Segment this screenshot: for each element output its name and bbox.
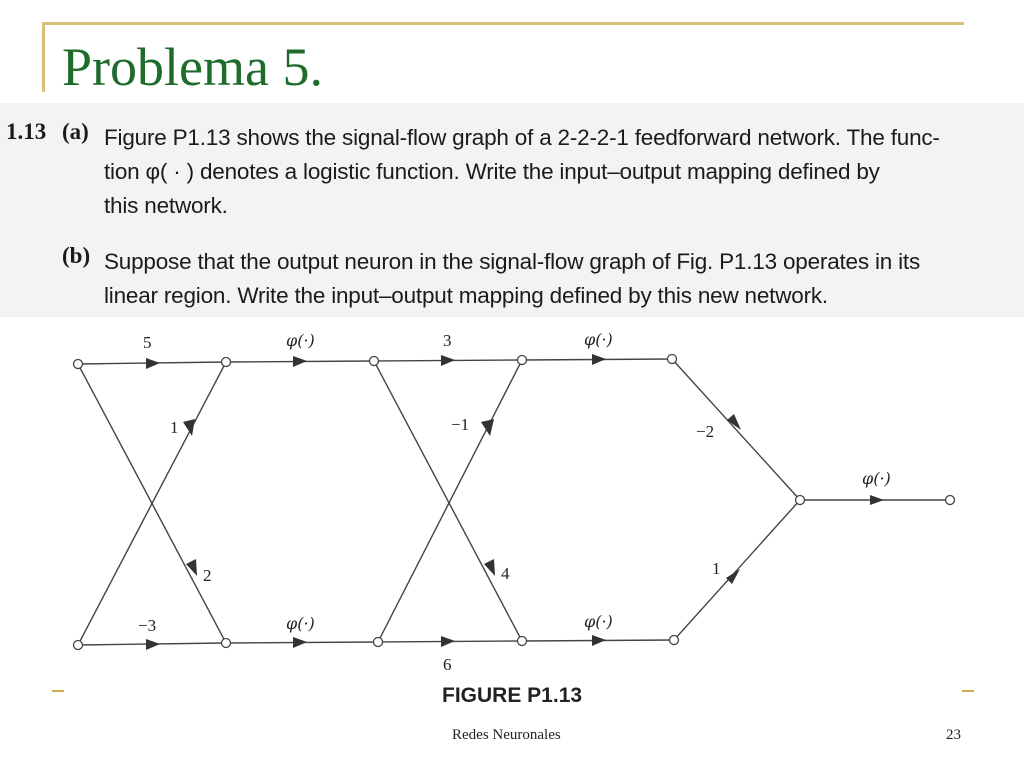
weight-h2-h3: −1 [451, 415, 469, 434]
arrow-phi-h4 [592, 635, 606, 646]
weight-in1-h1: 5 [143, 333, 152, 352]
arrow-phi-h1 [293, 356, 307, 367]
node-hidden2-out-1 [666, 353, 678, 365]
part-a-text: Figure P1.13 shows the signal-flow graph… [104, 121, 1004, 223]
node-hidden2-out-2 [668, 634, 680, 646]
weight-h3-out: −2 [696, 422, 714, 441]
weight-h1-h3: 3 [443, 331, 452, 350]
arrow-in2-h2 [146, 639, 160, 650]
weight-h2-h4: 6 [443, 655, 452, 674]
part-b-text: Suppose that the output neuron in the si… [104, 245, 1004, 313]
arrow-h2-h3 [481, 419, 494, 436]
arrow-h4-out [726, 569, 740, 584]
node-hidden1-out-1 [368, 355, 380, 367]
arrow-h1-h4 [484, 559, 495, 576]
footer-page-number: 23 [946, 727, 961, 743]
part-a-line: Figure P1.13 shows the signal-flow graph… [104, 125, 940, 150]
arrow-h2-h4 [441, 636, 455, 647]
weight-in2-h2: −3 [138, 616, 156, 635]
part-b-marker: (b) [62, 243, 91, 268]
edge-h1-h4 [373, 360, 523, 642]
edge-in2-h1 [77, 361, 227, 646]
arrow-phi-out [870, 495, 884, 505]
node-hidden1-sum-2 [220, 637, 232, 649]
slide-title: Problema 5. [62, 37, 323, 97]
edge-h3-out [671, 358, 801, 501]
part-b-line: Suppose that the output neuron in the si… [104, 249, 921, 274]
arrow-h3-out [727, 414, 741, 430]
weight-in2-h1: 1 [170, 418, 179, 437]
slide-frame-top [42, 22, 964, 25]
weight-h1-h4: 4 [501, 564, 510, 583]
figure-caption: FIGURE P1.13 [442, 684, 583, 707]
part-b-line: linear region. Write the input–output ma… [104, 283, 828, 308]
part-a-marker: (a) [62, 119, 89, 144]
part-a-line: tion φ( · ) denotes a logistic function.… [104, 159, 880, 184]
arrow-h1-h3 [441, 355, 455, 366]
activation-label-h3: φ(·) [584, 330, 613, 349]
arrow-phi-h3 [592, 354, 606, 365]
node-hidden1-out-2 [372, 636, 384, 648]
edge-h4-out [673, 499, 801, 641]
arrow-in1-h2 [186, 559, 197, 576]
decor-dash-left [52, 690, 64, 692]
signal-flow-graph: 5 1 2 −3 3 −1 4 6 −2 1 φ(·) φ(·) φ(·) φ(… [72, 330, 956, 674]
part-a-line: this network. [104, 193, 228, 218]
weight-h4-out: 1 [712, 559, 721, 578]
decor-dash-right [962, 690, 974, 692]
node-output [944, 494, 956, 506]
node-hidden2-sum-2 [516, 635, 528, 647]
edge-h2-h3 [377, 359, 523, 643]
node-hidden1-sum-1 [220, 356, 232, 368]
node-input-2 [72, 639, 84, 651]
activation-label-out: φ(·) [862, 469, 891, 488]
problem-statement: 1.13 (a) Figure P1.13 shows the signal-f… [0, 103, 1024, 317]
node-input-1 [72, 358, 84, 370]
footer-course: Redes Neuronales [452, 727, 561, 743]
slide-frame-left [42, 22, 45, 92]
weight-in1-h2: 2 [203, 566, 212, 585]
node-hidden2-sum-1 [516, 354, 528, 366]
activation-label-h1: φ(·) [286, 331, 315, 350]
node-output-sum [794, 494, 806, 506]
arrow-phi-h2 [293, 637, 307, 648]
activation-label-h2: φ(·) [286, 614, 315, 633]
arrow-in2-h1 [183, 419, 195, 436]
problem-number: 1.13 [6, 119, 47, 144]
activation-label-h4: φ(·) [584, 612, 613, 631]
arrow-in1-h1 [146, 358, 160, 369]
